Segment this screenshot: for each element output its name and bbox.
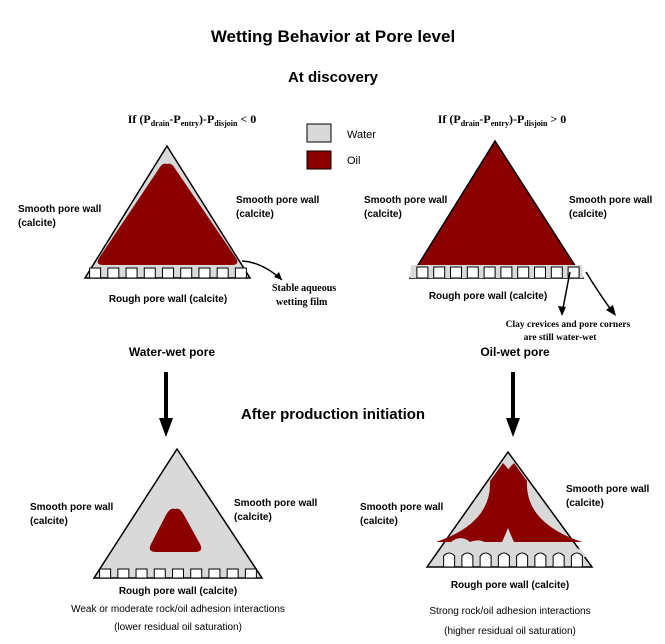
rough-wall-tooth	[99, 568, 112, 579]
rough-wall-tooth	[433, 266, 446, 279]
rough-wall-tooth	[517, 266, 530, 279]
wall-label-bottom: Rough pore wall (calcite)	[119, 586, 237, 597]
rough-wall-tooth	[443, 552, 456, 568]
rough-wall-teeth	[99, 568, 257, 579]
legend-water-swatch	[306, 123, 332, 143]
wall-label-left: Smooth pore wall	[360, 502, 444, 513]
crevice-note: Clay crevices and pore corners	[506, 320, 631, 330]
condition-right: If (Pdrain-Pentry)-Pdisjoin > 0	[438, 112, 567, 128]
rough-wall-tooth	[534, 552, 547, 568]
rough-wall-tooth	[125, 267, 138, 279]
rough-wall-teeth	[443, 552, 583, 568]
pore-oil-wet-discovery	[408, 139, 585, 279]
crevice-arrowhead-2	[606, 305, 616, 316]
rough-wall-tooth	[180, 267, 193, 279]
wall-label-right-sub: (calcite)	[569, 209, 607, 220]
oil-film-left-wall	[436, 463, 516, 542]
rough-wall-teeth	[416, 266, 580, 279]
wall-label-left: Smooth pore wall	[30, 502, 114, 513]
rough-wall-tooth	[190, 568, 203, 579]
rough-wall-tooth	[567, 266, 580, 279]
crevice-note-sub: are still water-wet	[524, 333, 598, 343]
wall-label-bottom: Rough pore wall (calcite)	[109, 294, 227, 305]
rough-wall-tooth	[117, 568, 130, 579]
caption-strong-adhesion: Strong rock/oil adhesion interactions	[429, 606, 590, 617]
legend-oil-label: Oil	[347, 155, 360, 167]
pore-water-wet-production	[92, 447, 264, 579]
rough-wall-tooth	[479, 552, 492, 568]
rough-wall-tooth	[534, 266, 546, 279]
section-at-discovery: At discovery	[288, 69, 379, 86]
wall-label-left: Smooth pore wall	[364, 195, 448, 206]
wall-label-left: Smooth pore wall	[18, 204, 102, 215]
pore-oil-wet-production	[425, 450, 594, 568]
arrow-down-left-head	[159, 418, 173, 437]
arrow-down-right-head	[506, 418, 520, 437]
legend-oil-swatch	[306, 150, 332, 170]
rough-wall-tooth	[244, 568, 257, 579]
crevice-arrowhead-1	[558, 306, 566, 316]
rough-wall-tooth	[162, 267, 174, 279]
rough-wall-tooth	[143, 267, 156, 279]
rough-wall-tooth	[483, 266, 496, 279]
rough-wall-tooth	[234, 267, 247, 279]
caption-higher-saturation: (higher residual oil saturation)	[444, 626, 576, 637]
legend: Water Oil	[306, 123, 376, 170]
rough-wall-tooth	[208, 568, 221, 579]
caption-weak-adhesion: Weak or moderate rock/oil adhesion inter…	[71, 604, 285, 615]
film-note-sub: wetting film	[276, 297, 328, 308]
wall-label-left-sub: (calcite)	[364, 209, 402, 220]
rough-wall-tooth	[570, 552, 583, 568]
rough-wall-tooth	[450, 266, 462, 279]
diagram-title: Wetting Behavior at Pore level	[211, 27, 455, 46]
wall-label-left-sub: (calcite)	[30, 516, 68, 527]
pore-water-wet-discovery	[83, 144, 252, 279]
wall-label-right: Smooth pore wall	[236, 195, 320, 206]
rough-wall-tooth	[550, 266, 563, 279]
wall-label-right-sub: (calcite)	[566, 498, 604, 509]
rough-wall-tooth	[89, 267, 102, 279]
rough-wall-tooth	[416, 266, 429, 279]
rough-wall-tooth	[466, 266, 479, 279]
rough-wall-tooth	[461, 552, 474, 568]
wall-label-right: Smooth pore wall	[234, 498, 318, 509]
rough-wall-tooth	[135, 568, 148, 579]
pore-triangle	[408, 139, 585, 279]
rough-wall-tooth	[497, 552, 510, 568]
rough-wall-tooth	[226, 568, 239, 579]
film-arrowhead	[274, 272, 282, 280]
wall-label-right: Smooth pore wall	[566, 484, 650, 495]
rough-wall-teeth	[89, 267, 247, 279]
rough-wall-tooth	[516, 552, 529, 568]
oil-blob	[97, 163, 238, 265]
rough-wall-tooth	[198, 267, 211, 279]
wall-label-left-sub: (calcite)	[18, 218, 56, 229]
caption-lower-saturation: (lower residual oil saturation)	[114, 622, 242, 633]
section-after-production: After production initiation	[241, 406, 425, 423]
wall-label-bottom: Rough pore wall (calcite)	[451, 580, 569, 591]
rough-wall-tooth	[500, 266, 513, 279]
film-note: Stable aqueous	[272, 283, 336, 294]
rough-wall-tooth	[552, 552, 565, 568]
wall-label-bottom: Rough pore wall (calcite)	[429, 291, 547, 302]
wall-label-right-sub: (calcite)	[236, 209, 274, 220]
legend-water-label: Water	[347, 129, 376, 141]
rough-wall-tooth	[216, 267, 229, 279]
condition-left: If (Pdrain-Pentry)-Pdisjoin < 0	[128, 112, 257, 128]
caption-oil-wet: Oil-wet pore	[480, 345, 550, 359]
rough-wall-tooth	[107, 267, 120, 279]
oil-film-right-wall	[501, 463, 582, 542]
wall-label-left-sub: (calcite)	[360, 516, 398, 527]
wall-label-right-sub: (calcite)	[234, 512, 272, 523]
caption-water-wet: Water-wet pore	[129, 345, 216, 359]
bottom-water-band	[440, 538, 586, 557]
residual-oil-blob	[149, 508, 202, 552]
rough-wall-tooth	[172, 568, 184, 579]
rough-wall-tooth	[153, 568, 166, 579]
wall-label-right: Smooth pore wall	[569, 195, 653, 206]
